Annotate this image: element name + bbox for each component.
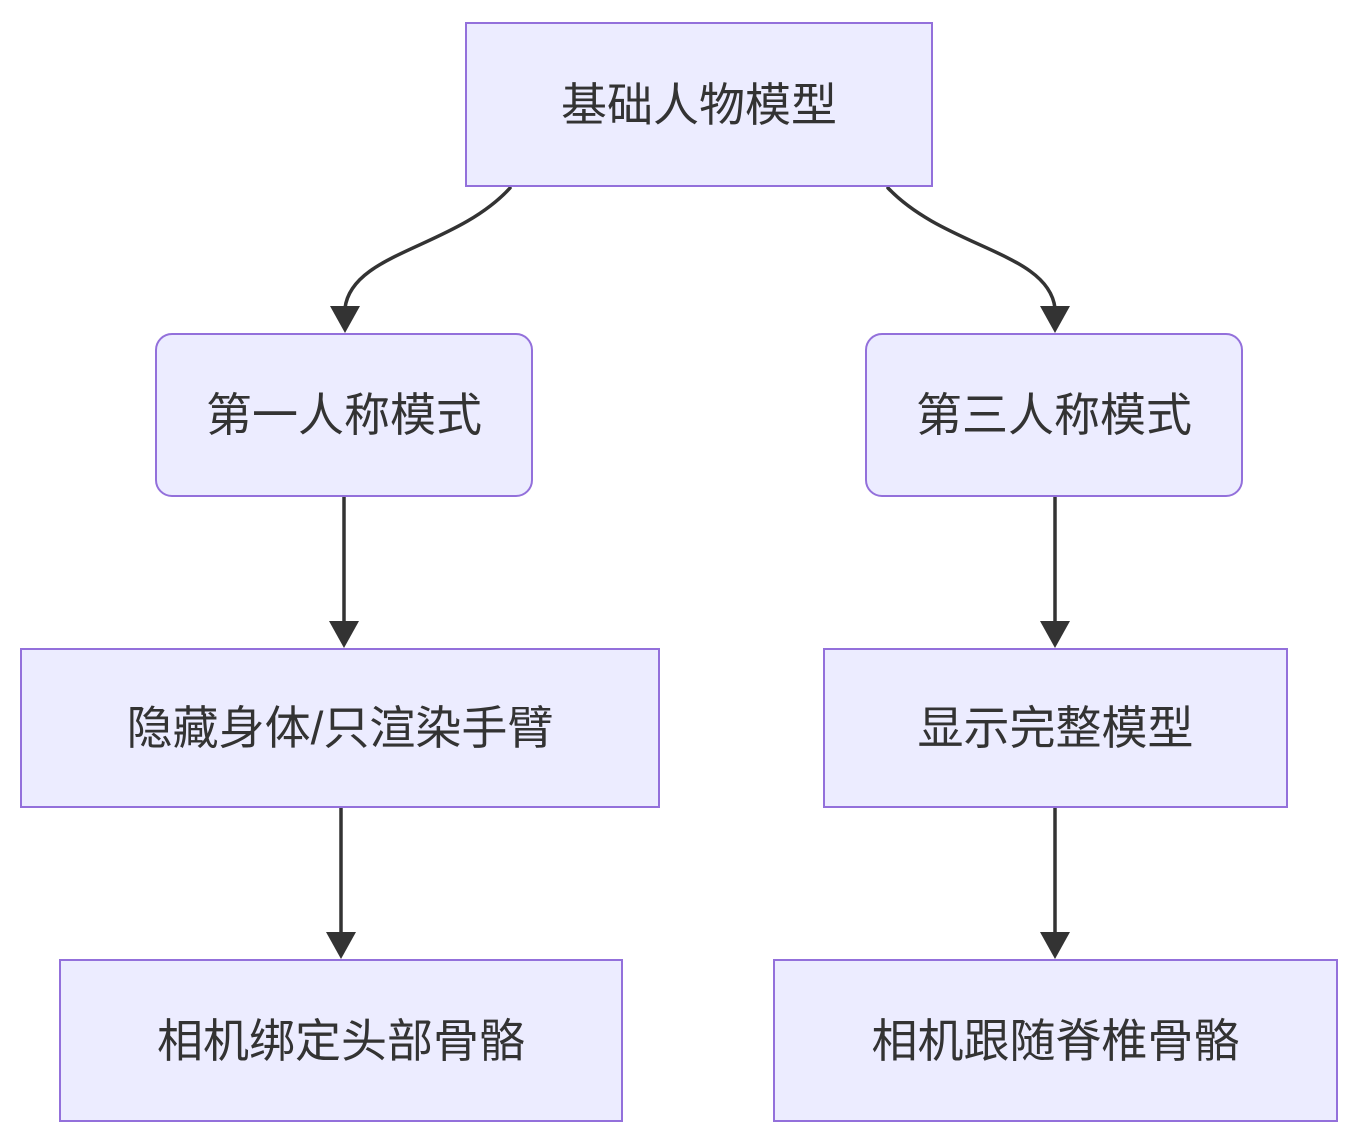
node-label: 显示完整模型 [917, 702, 1194, 754]
node-label: 隐藏身体/只渲染手臂 [126, 702, 554, 754]
edge-base-to-third-person [886, 186, 1070, 333]
node-label: 基础人物模型 [561, 78, 837, 131]
node-label: 第一人称模式 [206, 389, 482, 441]
edge-full-model-to-spine-bone [1040, 806, 1070, 959]
node-camera-bind-head-bone: 相机绑定头部骨骼 [59, 959, 623, 1122]
node-hide-body-render-arms: 隐藏身体/只渲染手臂 [20, 648, 660, 808]
edge-third-person-to-full-model [1040, 495, 1070, 648]
node-camera-follow-spine-bone: 相机跟随脊椎骨骼 [773, 959, 1338, 1122]
node-label: 相机跟随脊椎骨骼 [871, 1014, 1240, 1067]
node-first-person-mode: 第一人称模式 [155, 333, 533, 497]
edge-hide-body-to-head-bone [326, 806, 356, 959]
node-label: 第三人称模式 [916, 389, 1192, 441]
node-label: 相机绑定头部骨骼 [157, 1014, 525, 1067]
node-base-character-model: 基础人物模型 [465, 22, 933, 187]
node-show-full-model: 显示完整模型 [823, 648, 1288, 808]
node-third-person-mode: 第三人称模式 [865, 333, 1243, 497]
edge-base-to-first-person [330, 186, 512, 333]
edge-first-person-to-hide-body [329, 495, 359, 648]
